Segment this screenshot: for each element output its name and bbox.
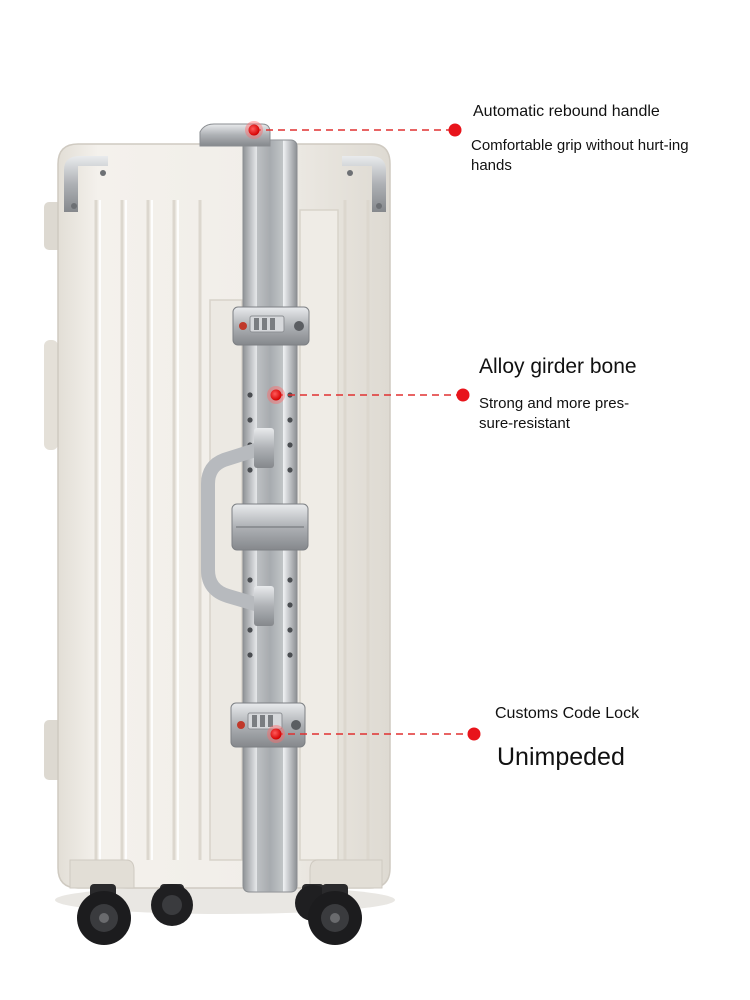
side-handle-left bbox=[44, 340, 58, 450]
callout-leader-2 bbox=[267, 386, 470, 404]
wheel-front-left bbox=[77, 884, 131, 945]
wheel-front-right bbox=[308, 884, 362, 945]
callout-leader-1 bbox=[245, 121, 462, 139]
callout-1-description: Comfortable grip without hurt-ing hands bbox=[471, 137, 689, 174]
corner-guard-top-right bbox=[342, 156, 386, 212]
callout-leader-3 bbox=[267, 725, 481, 743]
wheel-rear-left bbox=[151, 884, 193, 926]
callout-1-title: Automatic rebound handle bbox=[473, 103, 660, 120]
callout-2-title: Alloy girder bone bbox=[479, 355, 637, 378]
callout-3-description: Unimpeded bbox=[497, 743, 625, 771]
bottom-guard-right bbox=[309, 859, 383, 889]
shell-ribs bbox=[94, 200, 370, 860]
callout-2-description: Strong and more pres-sure-resistant bbox=[479, 395, 630, 432]
corner-guard-top-left bbox=[64, 156, 108, 212]
bottom-guard-left bbox=[69, 859, 135, 889]
side-carry-handle bbox=[201, 441, 269, 613]
callout-3-title: Customs Code Lock bbox=[495, 705, 640, 722]
